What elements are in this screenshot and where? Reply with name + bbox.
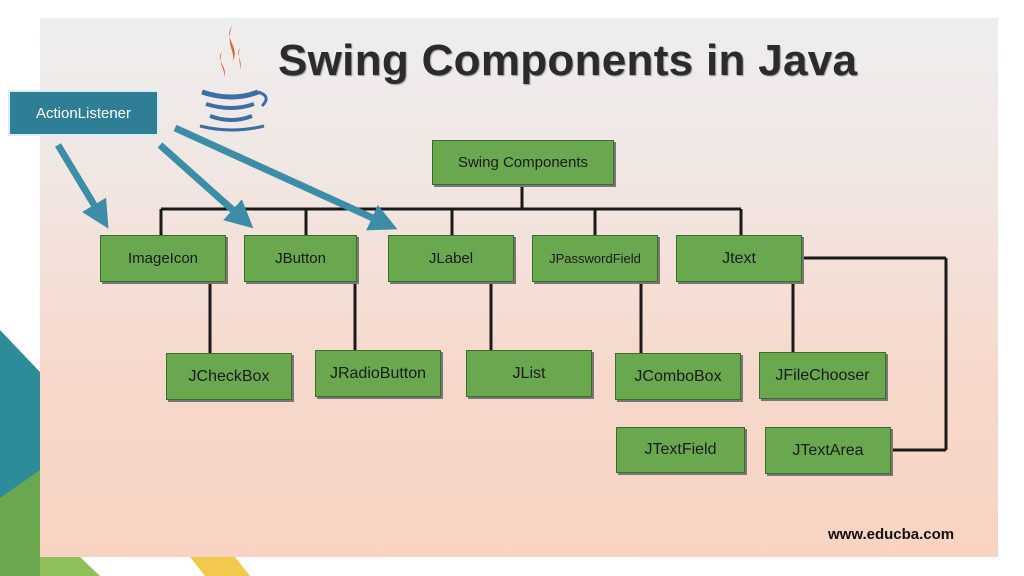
node-level2-2: JRadioButton: [315, 350, 441, 397]
java-coffee-logo-icon: [199, 26, 268, 132]
node-level1-1: ImageIcon: [100, 235, 226, 282]
node-level2-1: JCheckBox: [166, 353, 292, 400]
node-level1-5: Jtext: [676, 235, 802, 282]
callout-action-listener: ActionListener: [8, 90, 159, 136]
node-level1-2: JButton: [244, 235, 357, 282]
node-level1-4: JPasswordField: [532, 235, 658, 282]
node-root: Swing Components: [432, 140, 614, 185]
node-level2-5: JFileChooser: [759, 352, 886, 399]
node-level3-2: JTextArea: [765, 427, 891, 474]
node-level2-3: JList: [466, 350, 592, 397]
node-level2-4: JComboBox: [615, 353, 741, 400]
node-level1-3: JLabel: [388, 235, 514, 282]
page-title: Swing Components in Java: [278, 36, 858, 85]
source-url: www.educba.com: [828, 526, 955, 543]
node-level3-1: JTextField: [616, 427, 745, 473]
